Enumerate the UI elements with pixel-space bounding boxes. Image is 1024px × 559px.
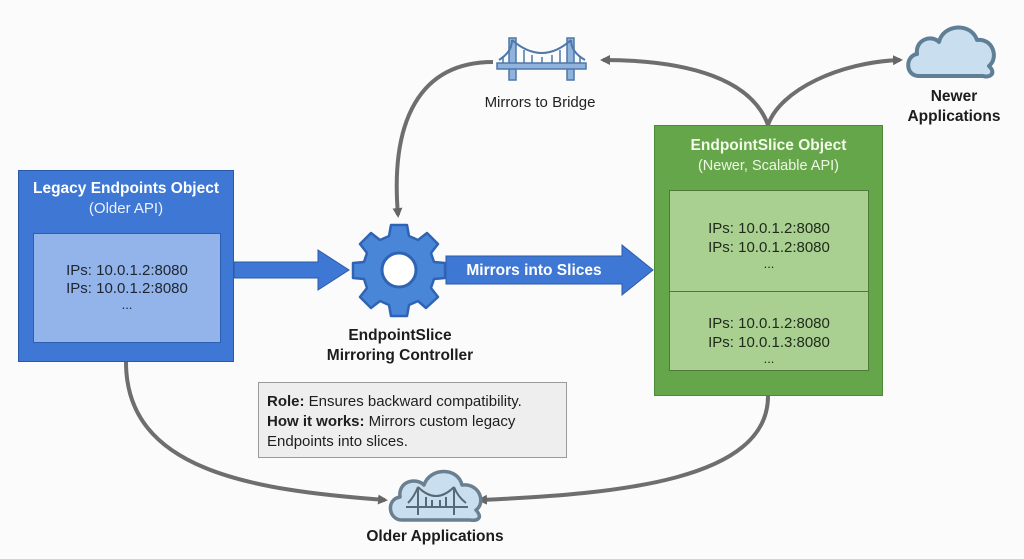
- slice-ip-entry: IPs: 10.0.1.3:8080: [708, 334, 830, 351]
- bridge-icon: [496, 37, 587, 81]
- older-applications-label: Older Applications: [366, 528, 504, 545]
- connector-legacy-to-older-apps: [124, 361, 388, 505]
- controller-label-line2: Mirroring Controller: [326, 347, 474, 364]
- legacy-ip-entry: IPs: 10.0.1.2:8080: [66, 262, 188, 279]
- legacy-object-title: Legacy Endpoints Object: [32, 180, 220, 197]
- cloud-icon: [906, 25, 996, 79]
- newer-applications-label: Newer Applications: [895, 87, 1013, 127]
- endpointslice-object: EndpointSlice Object (Newer, Scalable AP…: [654, 125, 883, 396]
- cloud-bridge-icon: [388, 469, 483, 522]
- slice-ip-entry: IPs: 10.0.1.2:8080: [708, 220, 830, 237]
- legacy-object-subtitle: (Older API): [88, 200, 164, 217]
- controller-label: EndpointSlice Mirroring Controller: [325, 326, 475, 366]
- slice-object-subtitle: (Newer, Scalable API): [697, 158, 840, 174]
- role-note: Role: Ensures backward compatibility. Ho…: [258, 382, 567, 458]
- connector-bridge-to-controller: [392, 60, 494, 218]
- slice-1: IPs: 10.0.1.2:8080 IPs: 10.0.1.2:8080 ..…: [669, 190, 869, 292]
- slice-ip-entry: IPs: 10.0.1.2:8080: [708, 315, 830, 332]
- slice-ip-more: ...: [763, 351, 775, 366]
- newer-label-line1: Newer: [930, 88, 978, 105]
- newer-label-line2: Applications: [907, 108, 1001, 125]
- legacy-ip-more: ...: [121, 297, 133, 312]
- legacy-endpoints-object: Legacy Endpoints Object (Older API) IPs:…: [18, 170, 234, 362]
- slice-ip-more: ...: [763, 256, 775, 271]
- gear-icon: [351, 223, 447, 318]
- note-role-label: Role:: [267, 393, 305, 410]
- arrow-mirrors-into-slices: [445, 243, 654, 297]
- note-how-text: Mirrors custom legacy Endpoints into sli…: [267, 413, 516, 450]
- connector-slice-to-older-apps: [477, 395, 770, 505]
- note-how-label: How it works:: [267, 413, 365, 430]
- connector-slice-to-newer-apps: [766, 55, 903, 126]
- slice-2: IPs: 10.0.1.2:8080 IPs: 10.0.1.3:8080 ..…: [669, 291, 869, 371]
- legacy-ip-entry: IPs: 10.0.1.2:8080: [66, 280, 188, 297]
- slice-ip-entry: IPs: 10.0.1.2:8080: [708, 239, 830, 256]
- mirrors-into-slices-label: Mirrors into Slices: [466, 262, 602, 279]
- note-role-text: Ensures backward compatibility.: [304, 393, 522, 410]
- connector-slice-to-bridge: [600, 55, 770, 126]
- arrow-legacy-to-controller: [233, 249, 350, 291]
- bridge-label: Mirrors to Bridge: [484, 94, 596, 111]
- slice-object-title: EndpointSlice Object: [690, 137, 847, 154]
- legacy-ip-list: IPs: 10.0.1.2:8080 IPs: 10.0.1.2:8080 ..…: [33, 233, 221, 343]
- controller-label-line1: EndpointSlice: [348, 327, 452, 344]
